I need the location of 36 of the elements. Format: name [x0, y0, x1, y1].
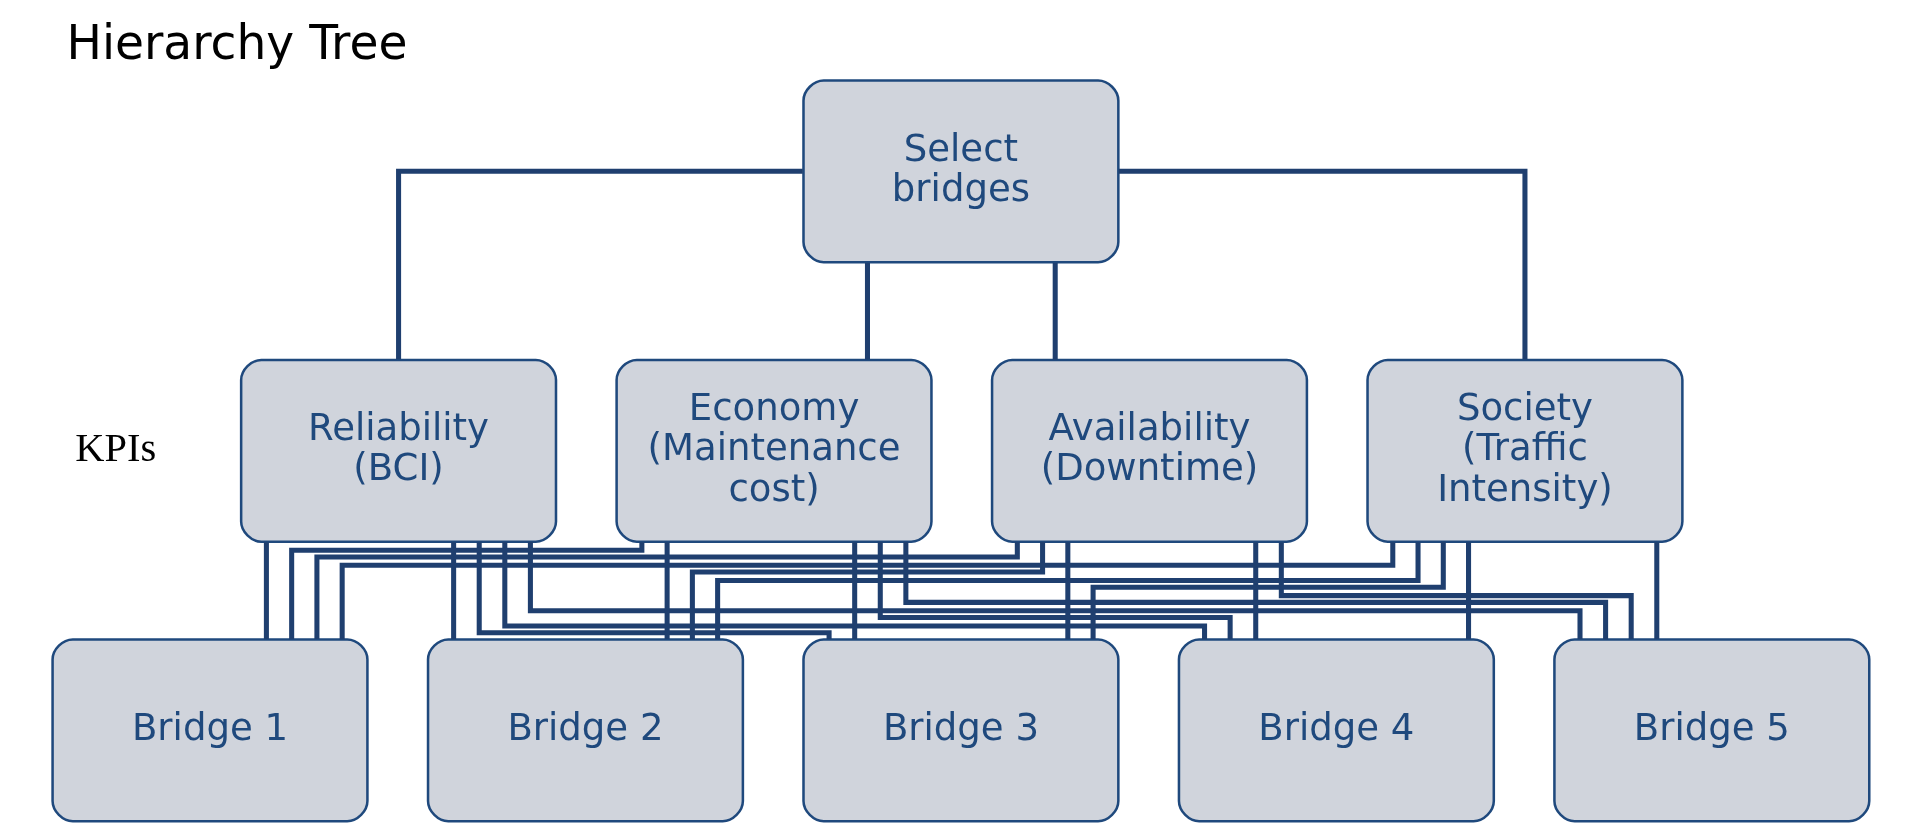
node-box: Bridge 1: [50, 638, 369, 823]
connector: [1653, 542, 1659, 640]
connector: [851, 542, 857, 640]
node-box: Availability (Downtime): [990, 358, 1308, 543]
connector: [288, 542, 644, 640]
node-box: Select bridges: [801, 79, 1120, 264]
node-box: Bridge 4: [1177, 638, 1495, 823]
connector: [313, 542, 1020, 640]
connector: [1052, 262, 1058, 360]
node-box: Economy (Maintenance cost): [614, 358, 933, 543]
connector: [877, 541, 1233, 640]
connector: [864, 262, 870, 360]
node-box: Bridge 2: [426, 638, 744, 823]
node-box: Bridge 3: [801, 638, 1120, 823]
connector: [339, 542, 1395, 640]
connector: [1118, 168, 1527, 360]
connector: [476, 542, 832, 640]
connector: [527, 542, 1583, 640]
connector: [1278, 542, 1634, 639]
connector: [501, 541, 1207, 640]
connector: [450, 542, 456, 640]
connector: [1252, 542, 1258, 640]
connector: [1064, 542, 1070, 640]
connector: [263, 542, 269, 640]
diagram-title: Hierarchy Tree: [65, 15, 407, 71]
connector: [689, 542, 1045, 640]
node-box: Bridge 5: [1552, 638, 1871, 823]
node-box: Reliability (BCI): [239, 358, 557, 543]
connector: [1090, 541, 1446, 639]
connector: [902, 542, 1608, 640]
connector: [664, 542, 670, 640]
connector: [395, 168, 803, 360]
label: KPIs: [74, 425, 156, 471]
connector: [714, 542, 1421, 640]
node-box: Society (Traffic Intensity): [1365, 358, 1684, 543]
connector: [1465, 542, 1471, 640]
